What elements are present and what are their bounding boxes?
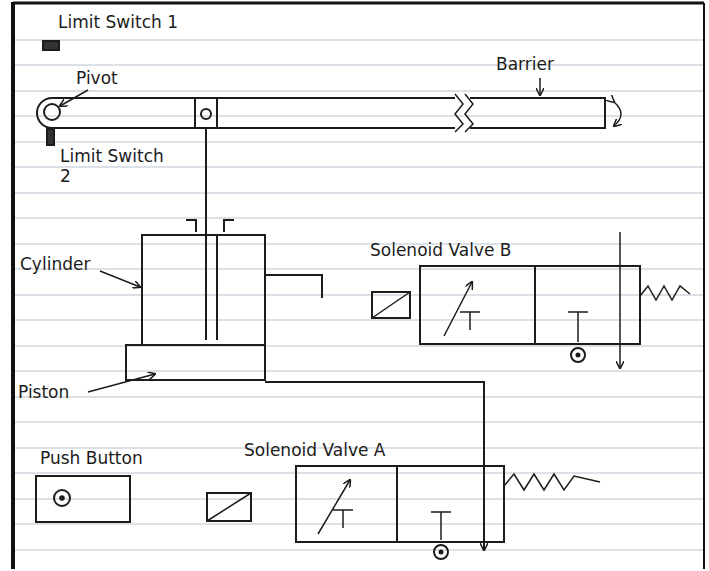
- ink: [36, 41, 690, 559]
- piston-rod: [216, 236, 218, 340]
- rotation-arrow: [614, 102, 621, 126]
- push-button-box: [36, 476, 130, 522]
- rod-gland: [186, 220, 234, 232]
- barrier-arm: [52, 98, 605, 128]
- solenoid-coil: [207, 493, 251, 521]
- pivot-symbol: [44, 104, 60, 120]
- valve-body: [296, 466, 504, 542]
- cylinder-body: [126, 235, 265, 380]
- limit-switch-symbol: [43, 41, 59, 50]
- leader-line: [60, 90, 88, 106]
- part-label: Solenoid Valve B: [370, 240, 512, 260]
- valve-spring: [504, 474, 600, 490]
- ruled-paper: [15, 40, 703, 550]
- part-label: Push Button: [40, 448, 143, 468]
- part-label: Barrier: [496, 54, 554, 74]
- solenoid-coil: [372, 292, 410, 318]
- part-label: Piston: [18, 382, 69, 402]
- leader-line: [539, 78, 541, 95]
- leader-line: [88, 374, 155, 392]
- leader-line: [100, 271, 140, 287]
- air-pipe: [265, 275, 322, 298]
- break-mark: [455, 94, 473, 132]
- page-frame: [13, 2, 704, 569]
- valve-spring: [640, 286, 690, 300]
- limit-switch-symbol: [47, 129, 54, 145]
- valve-body: [420, 266, 640, 344]
- part-label: Solenoid Valve A: [244, 440, 385, 460]
- part-label: Cylinder: [20, 254, 90, 274]
- rod-clevis: [195, 98, 217, 128]
- part-label: Limit Switch 2: [60, 146, 170, 187]
- part-label: Pivot: [76, 68, 118, 88]
- clevis-pin: [201, 109, 211, 119]
- part-label: Limit Switch 1: [58, 12, 178, 32]
